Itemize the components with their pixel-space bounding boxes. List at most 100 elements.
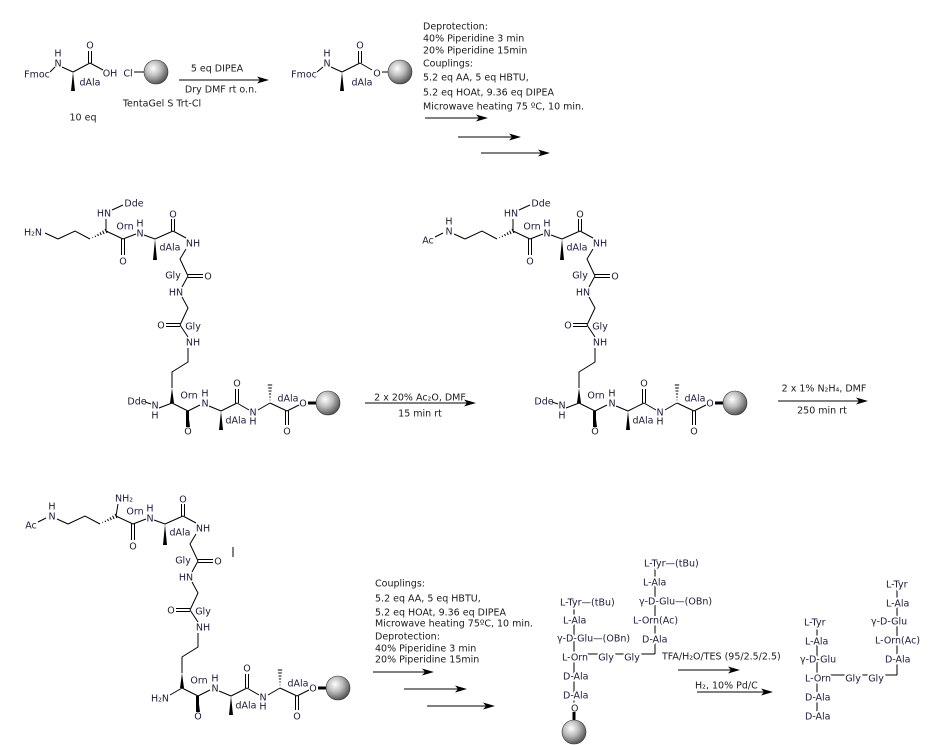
condition-line: 5.2 eq AA, 5 eq HBTU, <box>375 594 481 605</box>
bond <box>172 230 187 239</box>
o-atom: O <box>179 495 186 506</box>
left-chain-residue: O <box>571 704 578 715</box>
bond <box>286 404 300 412</box>
bond <box>181 275 189 288</box>
ester-o-atom: O <box>373 69 380 80</box>
reaction-arrow-3 <box>481 149 550 157</box>
gly-label: Gly <box>175 556 191 567</box>
h-atom: H <box>151 411 158 422</box>
right-chain-residue: L-Ala <box>886 599 909 610</box>
o-atom: O <box>690 427 697 438</box>
bond <box>550 234 563 240</box>
bond <box>37 517 47 523</box>
n-atom: N <box>54 59 61 70</box>
n-atom: N <box>249 408 256 419</box>
condition-line: Couplings: <box>375 579 425 590</box>
ester-o-atom: O <box>299 399 306 410</box>
resin-bead-icon <box>325 675 351 701</box>
linker-gly: Gly <box>598 653 614 664</box>
condition-line: 5.2 eq AA, 5 eq HBTU, <box>423 73 529 84</box>
bond <box>197 689 211 697</box>
bond <box>179 248 189 277</box>
reagent-below: H₂, 10% Pd/C <box>695 681 758 692</box>
spps-conditions-2: Couplings:5.2 eq AA, 5 eq HBTU,5.2 eq HO… <box>375 579 533 666</box>
o-atom: O <box>611 272 618 283</box>
hashed-bond <box>99 232 102 236</box>
bond <box>359 62 373 71</box>
orn-label: Orn <box>180 391 197 402</box>
fmoc-label: Fmoc <box>24 70 50 81</box>
linker-gly: Gly <box>624 653 640 664</box>
bond <box>267 687 281 696</box>
bond <box>208 405 222 412</box>
bond <box>171 402 189 412</box>
bond <box>181 687 199 697</box>
o-atom: O <box>640 379 647 390</box>
bond <box>551 401 559 405</box>
arrowhead-icon <box>464 399 476 407</box>
o-atom: O <box>564 321 571 332</box>
condition-line: Couplings: <box>423 59 473 70</box>
o-atom: O <box>526 257 533 268</box>
bond <box>179 296 189 326</box>
bond <box>588 275 596 288</box>
o-atom: O <box>214 557 221 568</box>
o-atom: O <box>204 272 211 283</box>
n-atom: N <box>136 229 143 240</box>
bond <box>191 560 199 573</box>
o-atom: O <box>591 427 598 438</box>
bond <box>453 233 466 240</box>
bond <box>246 687 260 696</box>
gly-label: Gly <box>165 271 181 282</box>
o-atom: O <box>243 664 250 675</box>
dde-label: Dde <box>127 397 146 408</box>
h-atom: H <box>54 49 61 60</box>
hashed-bond <box>104 520 107 523</box>
orn-label: Orn <box>587 391 604 402</box>
acetyl-label: Ac <box>25 521 37 532</box>
bond <box>171 348 189 388</box>
right-chain-residue: γ-D-Glu—(OBn) <box>639 597 712 608</box>
dala-label: dAla <box>80 78 101 89</box>
left-chain-residue: D-Ala <box>805 693 831 704</box>
hashed-bond <box>107 518 109 522</box>
bond <box>579 230 594 239</box>
h-atom: H <box>608 389 615 400</box>
condition-line: Microwave heating 75 ºC, 10 min. <box>423 102 584 113</box>
arrowhead-icon <box>483 702 495 710</box>
bond <box>693 404 707 412</box>
h-atom: H <box>249 417 256 428</box>
bond <box>143 234 156 240</box>
dala-label: dAla <box>236 701 257 712</box>
condition-line: 5.2 eq HOAt, 9.36 eq DIPEA <box>423 88 554 99</box>
final-branched-peptide: L-TyrL-Alaγ-D-GluL-OrnD-AlaD-AlaL-TyrL-A… <box>798 578 922 725</box>
arrowhead-icon <box>538 149 550 157</box>
left-chain-residue: D-Ala <box>563 691 589 702</box>
bond <box>218 690 232 697</box>
condition-line: Deprotection: <box>375 632 440 643</box>
h-atom: H <box>558 411 565 422</box>
left-chain-residue: γ-D-Glu—(OBn) <box>557 634 630 645</box>
bond <box>111 204 124 211</box>
orn-label: Orn <box>116 222 133 233</box>
bond <box>179 324 189 338</box>
bond <box>122 233 137 240</box>
nh-label: NH <box>196 524 210 535</box>
left-chain-residue: L-Ala <box>805 637 828 648</box>
bond <box>105 230 124 240</box>
reaction-arrow-1 <box>425 114 488 122</box>
bond <box>330 66 343 73</box>
n-atom: N <box>558 401 565 412</box>
wedge-bond <box>180 673 184 688</box>
gly-label: Gly <box>195 607 211 618</box>
h-atom: H <box>146 504 153 515</box>
bond <box>676 402 695 412</box>
reaction-arrow-cleavage: TFA/H₂O/TES (95/2.5/2.5) <box>661 652 781 674</box>
n-atom: N <box>543 229 550 240</box>
h2n-label: H₂N <box>24 228 42 239</box>
h-atom: H <box>211 674 218 685</box>
resin-bead-icon <box>143 59 169 85</box>
o-atom: O <box>169 210 176 221</box>
